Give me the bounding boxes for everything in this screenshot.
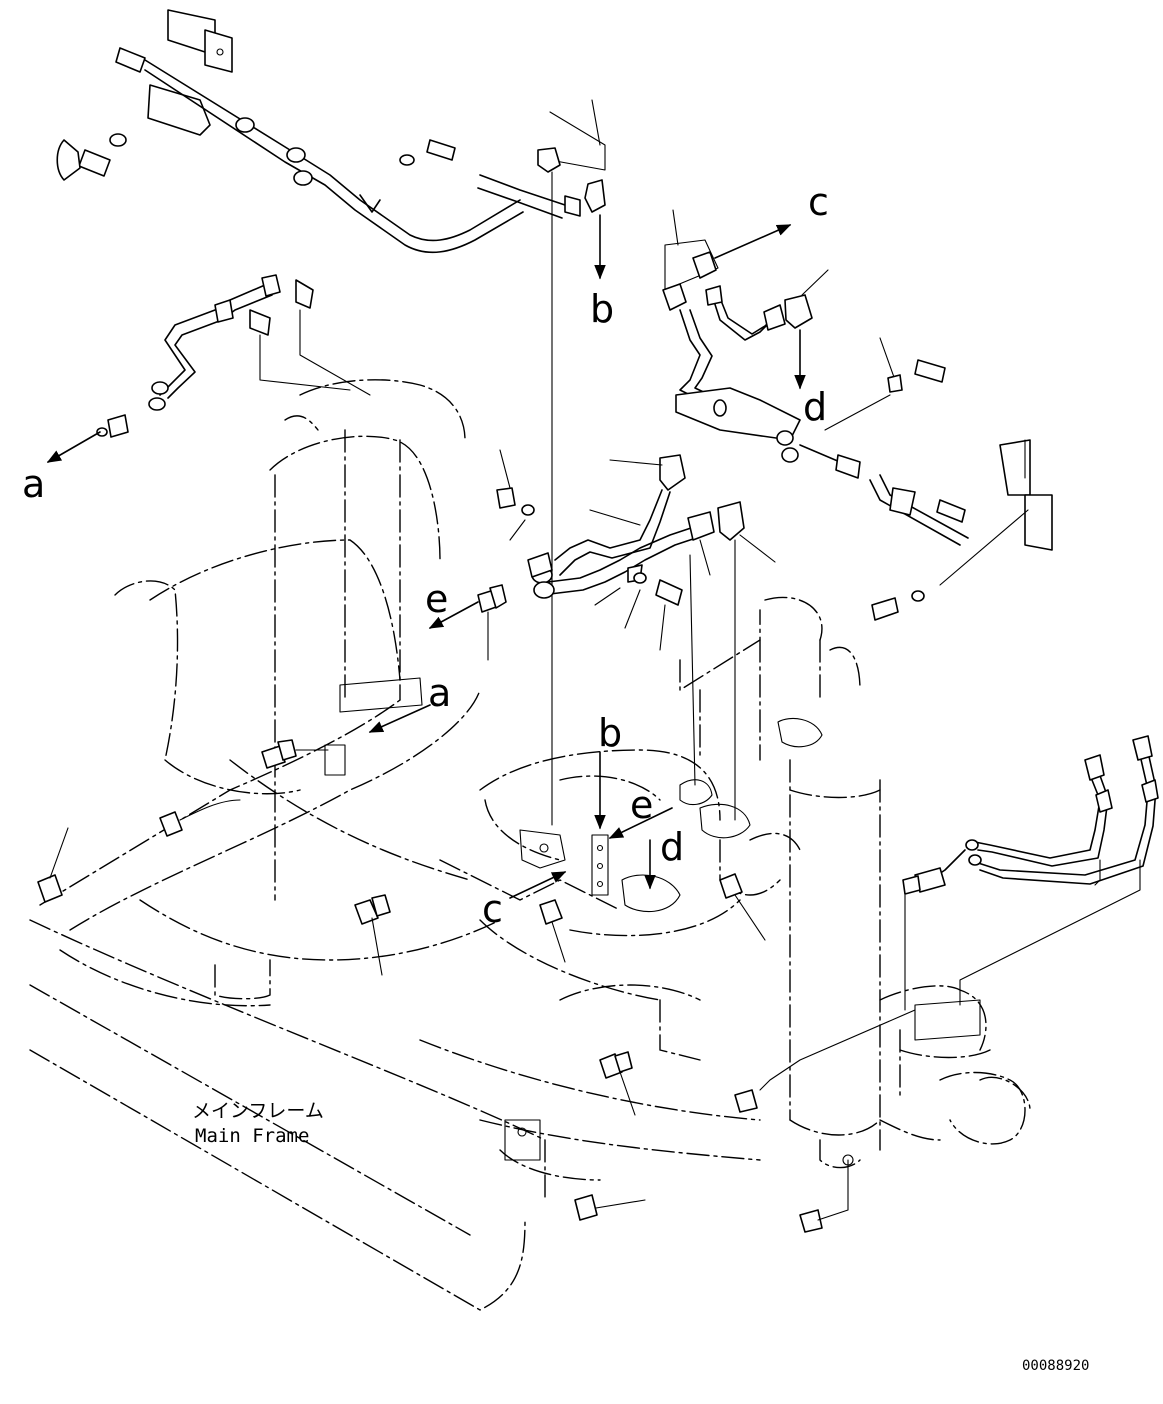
label-c-frame: c — [482, 887, 503, 931]
label-d-top: d — [803, 385, 827, 429]
grease-fittings — [37, 799, 854, 1233]
label-e-frame: e — [630, 783, 653, 827]
label-b-frame: b — [598, 711, 622, 755]
frame-arrows — [509, 751, 673, 899]
right-tube-assembly — [759, 735, 1159, 1091]
label-d-frame: d — [660, 825, 684, 869]
center-hose-assembly — [496, 449, 776, 821]
center-bracket — [324, 677, 981, 1161]
label-e-left: e — [425, 577, 448, 621]
drawing-code: 00088920 — [1022, 1358, 1089, 1374]
main-frame-outline — [29, 379, 1031, 1311]
label-a-left: a — [22, 462, 45, 506]
fitting-e-left — [428, 584, 507, 661]
caption-jp: メインフレーム — [192, 1100, 324, 1122]
caption-en: Main Frame — [195, 1125, 309, 1147]
label-b-top: b — [590, 287, 614, 331]
fitting-a-frame — [261, 704, 431, 769]
top-elbow-callout — [537, 99, 606, 826]
label-a-frame: a — [428, 671, 451, 715]
right-elbow-callout — [662, 209, 1053, 621]
left-tube-assembly — [46, 274, 371, 463]
label-c-top: c — [808, 180, 829, 224]
top-left-tube-assembly — [56, 9, 581, 254]
